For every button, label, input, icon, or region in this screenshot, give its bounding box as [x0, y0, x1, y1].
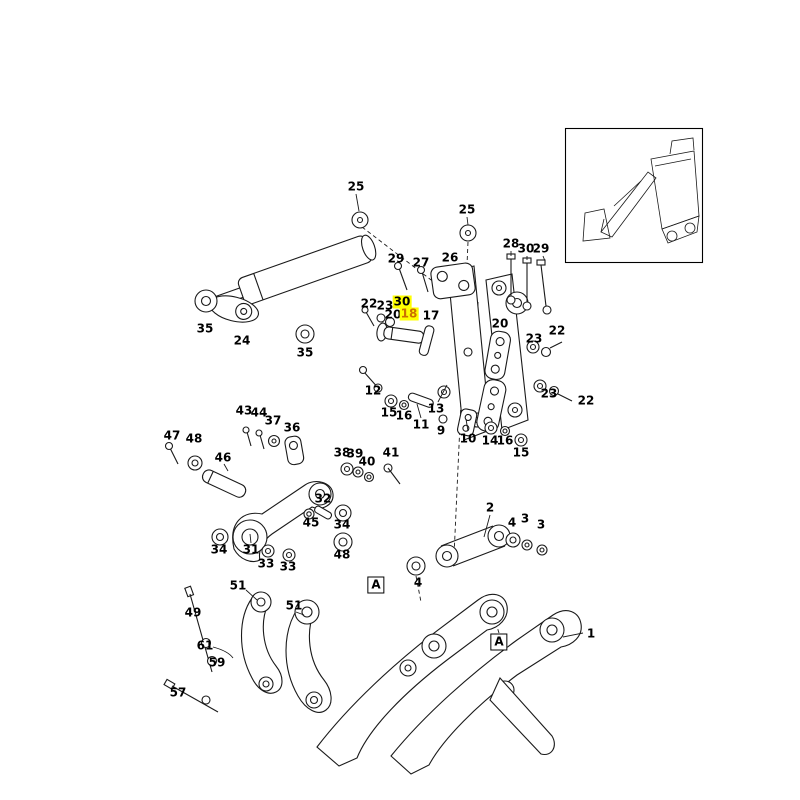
bolt-41 [383, 463, 401, 485]
washer-61 [200, 637, 212, 649]
center-linkage [358, 261, 573, 447]
bolt-29 [536, 259, 552, 315]
bolt-44 [255, 429, 265, 450]
washer-37 [267, 434, 281, 448]
bolt-29-center [393, 261, 408, 291]
washer-30-left [384, 316, 396, 328]
washer-33-b [282, 548, 296, 562]
washer-40 [363, 471, 375, 483]
loader-arm-front [316, 593, 508, 767]
pin-25-a [351, 211, 369, 229]
washer-15-left [384, 394, 398, 408]
plate-10 [456, 408, 478, 437]
label-leaders [212, 193, 584, 659]
loader-arm-rear [390, 610, 582, 775]
link-2-assembly [406, 524, 548, 576]
strap-plate-upper [484, 330, 511, 381]
rocker-assembly [164, 426, 401, 563]
washer-38 [340, 462, 354, 476]
nut-45 [303, 508, 315, 520]
washer-16-right [499, 425, 511, 437]
rod-eye-35 [194, 289, 218, 313]
machine-sketch [582, 137, 700, 244]
washer-34-b [334, 504, 352, 522]
bolt-cluster-top-right [506, 253, 552, 315]
washer-48-b [333, 532, 353, 552]
link-24 [209, 295, 259, 323]
pin-25-b [459, 224, 477, 242]
pin-17 [418, 325, 435, 356]
washer-33-a [261, 544, 275, 558]
bolt-22-right-a [540, 341, 563, 358]
washer-16-left [398, 399, 410, 411]
bolt-30 [522, 257, 532, 311]
bolt-57 [163, 678, 219, 713]
pin-11 [407, 392, 434, 408]
washer-48-a [187, 455, 203, 471]
spacer-9 [438, 414, 448, 424]
bolt-43 [242, 426, 252, 447]
bolt-27 [416, 265, 429, 293]
rocker-arm-31 [232, 481, 334, 563]
pin-46 [201, 469, 247, 498]
bracket-26 [430, 262, 476, 300]
bolt-47 [164, 441, 179, 465]
washer-59 [206, 655, 218, 667]
washer-34-a [211, 528, 229, 546]
washer-35-b [295, 324, 315, 344]
washer-23-right-a [526, 340, 540, 354]
pin-32 [314, 505, 333, 520]
lift-link-arms [240, 591, 332, 713]
plate-36 [284, 435, 305, 466]
hydraulic-cylinder [194, 211, 477, 344]
washer-20-left [376, 313, 386, 323]
bolt-12 [358, 365, 383, 393]
washer-39 [352, 466, 364, 478]
bolt-22-right-b [548, 385, 573, 402]
machine-overview-inset [564, 127, 704, 264]
washer-13 [437, 385, 451, 399]
washer-14 [484, 421, 498, 435]
pin-18 [376, 322, 425, 344]
bolt-22-left [361, 306, 375, 327]
washer-23-right-b [533, 379, 547, 393]
bolt-28 [506, 253, 516, 305]
cylinder-body [237, 235, 373, 305]
washer-15-right [514, 433, 528, 447]
